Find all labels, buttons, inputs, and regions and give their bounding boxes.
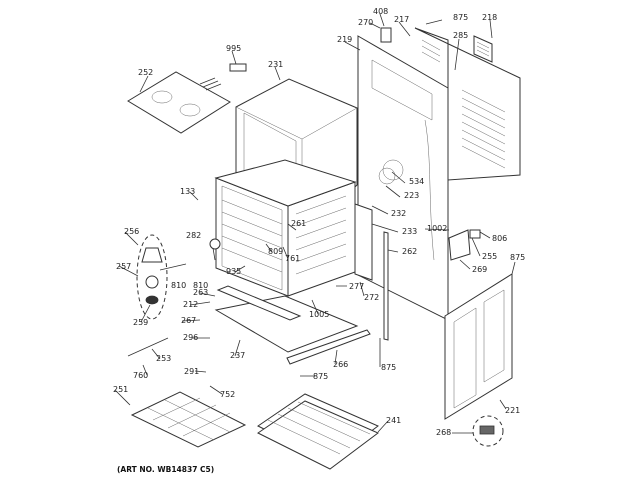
label-221[interactable]: 221 [505,406,521,415]
label-875[interactable]: 875 [313,372,329,381]
label-272[interactable]: 272 [364,293,380,302]
part-268-hinge-inset[interactable] [472,415,504,447]
label-995[interactable]: 995 [226,44,242,53]
label-291[interactable]: 291 [184,367,200,376]
part-219-back-panel[interactable] [357,35,449,321]
label-218[interactable]: 218 [482,13,498,22]
label-806[interactable]: 806 [492,234,508,243]
part-237-bottom-tray[interactable] [214,285,359,353]
part-241-oven-racks[interactable] [257,393,379,470]
label-277[interactable]: 277 [349,282,365,291]
part-270-bracket[interactable] [380,27,392,43]
part-253-rod[interactable] [127,337,169,357]
part-256-light-assembly[interactable] [136,234,168,320]
label-252[interactable]: 252 [138,68,154,77]
label-810[interactable]: 810 [193,281,209,290]
label-263[interactable]: 263 [193,288,209,297]
label-237[interactable]: 237 [230,351,246,360]
art-number: (ART NO. WB14837 C5) [117,465,215,474]
part-251-bake-element[interactable] [130,391,247,448]
part-252-plate[interactable] [127,71,231,134]
part-218-vent-plate[interactable] [473,35,493,63]
label-212[interactable]: 212 [183,300,199,309]
label-1002[interactable]: 1002 [427,224,448,233]
label-810[interactable]: 810 [171,281,187,290]
part-233-side-trim[interactable] [354,203,373,281]
label-809[interactable]: 809 [268,247,284,256]
label-261[interactable]: 261 [291,219,307,228]
label-232[interactable]: 232 [391,209,407,218]
label-935[interactable]: 935 [226,267,242,276]
label-231[interactable]: 231 [268,60,284,69]
label-253[interactable]: 253 [156,354,172,363]
label-256[interactable]: 256 [124,227,140,236]
label-251[interactable]: 251 [113,385,129,394]
label-255[interactable]: 255 [482,252,498,261]
label-241[interactable]: 241 [386,416,402,425]
label-219[interactable]: 219 [337,35,353,44]
part-262-strip[interactable] [383,231,389,341]
part-269-latch[interactable] [448,229,481,261]
label-296[interactable]: 296 [183,333,199,342]
label-233[interactable]: 233 [402,227,418,236]
part-995-clip[interactable] [229,63,247,72]
label-285[interactable]: 285 [453,31,469,40]
label-761[interactable]: 761 [285,254,301,263]
label-267[interactable]: 267 [181,316,197,325]
label-266[interactable]: 266 [333,360,349,369]
label-282[interactable]: 282 [186,231,202,240]
label-875[interactable]: 875 [381,363,397,372]
label-223[interactable]: 223 [404,191,420,200]
label-408[interactable]: 408 [373,7,389,16]
label-217[interactable]: 217 [394,15,410,24]
label-875[interactable]: 875 [510,253,526,262]
label-752[interactable]: 752 [220,390,236,399]
leader-lines [114,13,516,434]
oven-cavity[interactable] [214,159,357,297]
label-534[interactable]: 534 [409,177,425,186]
part-217-rear-cover[interactable] [414,27,521,181]
part-266-front-trim[interactable] [286,329,371,365]
label-760[interactable]: 760 [133,371,149,380]
label-133[interactable]: 133 [180,187,196,196]
part-221-door-panel[interactable] [444,273,513,420]
label-262[interactable]: 262 [402,247,418,256]
label-1005[interactable]: 1005 [309,310,330,319]
label-257[interactable]: 257 [116,262,132,271]
part-282-knob[interactable] [209,238,221,250]
label-270[interactable]: 270 [358,18,374,27]
label-875[interactable]: 875 [453,13,469,22]
label-269[interactable]: 269 [472,265,488,274]
label-268[interactable]: 268 [436,428,452,437]
label-259[interactable]: 259 [133,318,149,327]
